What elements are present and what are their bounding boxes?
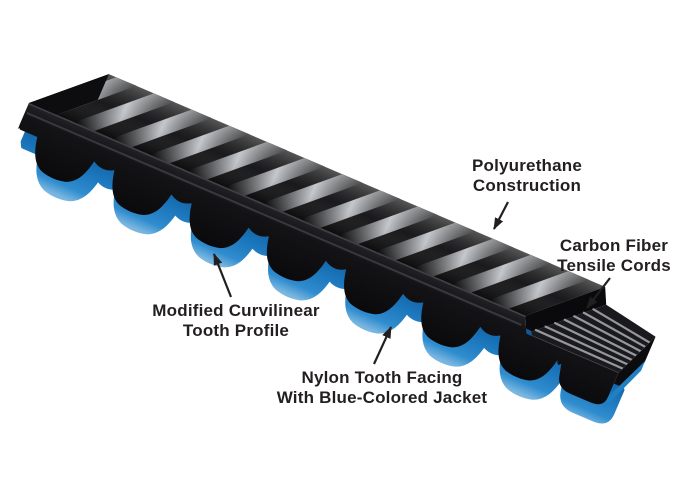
label-carbon-cords-line1: Carbon Fiber: [559, 236, 669, 255]
tensile-cords: [534, 308, 651, 370]
arrow-carbon-cords-icon: [586, 277, 611, 309]
cord-line-on-wall: [26, 112, 522, 326]
label-polyurethane-line2: Construction: [472, 176, 582, 195]
label-carbon-cords: Carbon Fiber Tensile Cords: [557, 236, 671, 276]
label-tooth-profile-line1: Modified Curvilinear: [152, 301, 320, 320]
label-tooth-profile-line2: Tooth Profile: [182, 321, 290, 340]
callout-arrows: [212, 201, 611, 365]
label-polyurethane: Polyurethane Construction: [472, 156, 582, 196]
label-polyurethane-line1: Polyurethane: [471, 156, 583, 175]
label-carbon-cords-line2: Tensile Cords: [557, 256, 671, 275]
arrow-tooth-profile-icon: [212, 253, 233, 298]
belt-body: [17, 74, 656, 424]
label-tooth-profile: Modified Curvilinear Tooth Profile: [152, 301, 319, 341]
label-nylon-facing: Nylon Tooth Facing With Blue-Colored Jac…: [277, 368, 488, 408]
top-front-edge: [28, 103, 526, 318]
arrow-polyurethane-icon: [493, 201, 509, 230]
top-shading: [29, 74, 606, 316]
belt-right-end-face: [606, 336, 656, 401]
blue-jacket-end-wrap: [602, 360, 646, 410]
label-nylon-facing-line2: With Blue-Colored Jacket: [276, 388, 488, 407]
belt-front-face-teeth: [19, 103, 619, 405]
label-nylon-facing-line1: Nylon Tooth Facing: [301, 368, 463, 387]
cord-step-face: [525, 286, 607, 334]
arrow-nylon-facing-icon: [373, 326, 392, 365]
